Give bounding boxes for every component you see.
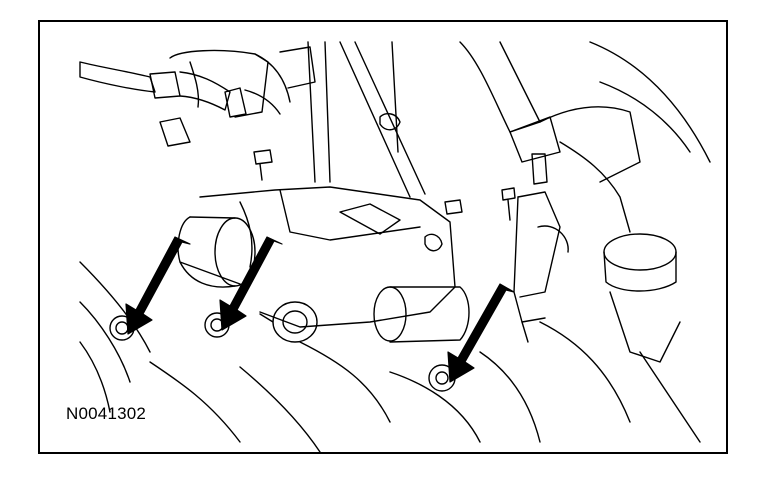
figure-reference-code: N0041302	[66, 404, 147, 423]
upper-hose-assembly	[79, 61, 281, 147]
sensor-connector	[513, 191, 569, 343]
left-outlet-tube	[177, 216, 256, 288]
arrow-down-left-icon	[125, 236, 191, 335]
upper-housing	[169, 46, 316, 118]
thermostat-housing	[199, 186, 456, 328]
reservoir-cap	[603, 233, 681, 363]
right-outlet-tube	[373, 286, 470, 343]
right-hose-assembly	[459, 41, 711, 233]
center-fitting	[259, 301, 318, 343]
engine-illustration	[79, 41, 711, 452]
figure-frame: N0041302	[38, 20, 728, 454]
mounting-bracket	[307, 41, 426, 198]
upper-studs	[253, 149, 516, 221]
engine-block	[79, 261, 701, 452]
arrow-down-left-icon	[219, 236, 283, 331]
arrow-down-left-icon	[447, 283, 515, 383]
